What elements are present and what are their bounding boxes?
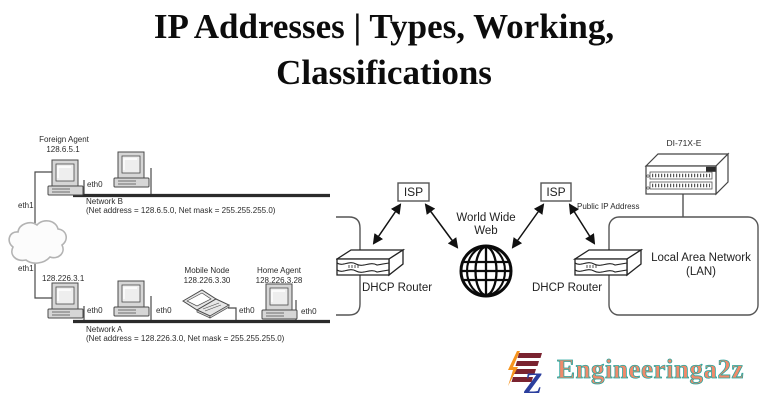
www-label-line2: Web [474, 225, 498, 237]
network-a-name: Network A [86, 325, 123, 334]
eth0-label-a1: eth0 [87, 306, 103, 315]
mobile-ip-diagram [8, 151, 330, 324]
cloud-icon [8, 220, 67, 264]
page-title: IP Addresses | Types, Working, Classific… [0, 4, 768, 96]
www-label-line1: World Wide [456, 212, 516, 224]
brand-logo-icon: Z [508, 351, 542, 397]
arrow-router-isp-left [372, 203, 402, 245]
public-ip-address-label: Public IP Address [577, 202, 640, 211]
foreign-agent-ip: 128.6.5.1 [46, 145, 80, 154]
isp-label-left: ISP [403, 185, 424, 199]
eth1-label-upper: eth1 [18, 201, 34, 210]
network-b-name: Network B [86, 197, 123, 206]
dhcp-router-label-left: DHCP Router [362, 282, 433, 294]
lan-label-line2: (LAN) [685, 266, 717, 278]
device-label: DI-71X-E [666, 138, 702, 148]
router-icon-right [574, 249, 642, 276]
brand-logo-text: Engineeringa2z [557, 354, 744, 385]
page-title-line2: Classifications [276, 53, 492, 92]
eth1-label-lower: eth1 [18, 264, 34, 273]
logo-letter-z: Z [523, 367, 542, 397]
logo-e-bars [511, 353, 542, 382]
arrows [372, 203, 596, 249]
mobile-node-ip: 128.226.3.30 [183, 276, 231, 285]
daq-device-icon [644, 152, 730, 196]
lan-label-line1: Local Area Network [651, 252, 751, 264]
network-a-details: (Net address = 128.226.3.0, Net mask = 2… [86, 334, 285, 343]
computer-icon-foreign-agent [47, 159, 84, 196]
computer-icon-network-b-host [113, 151, 150, 188]
computer-icon-network-a-host [113, 280, 150, 317]
eth0-label-a2: eth0 [156, 306, 172, 315]
eth0-label-network-b: eth0 [87, 180, 103, 189]
router-icon-left [336, 249, 404, 276]
computer-icon-router-a [47, 282, 84, 319]
eth0-label-a4: eth0 [301, 307, 317, 316]
arrow-www-isp-right [511, 203, 545, 249]
laptop-icon-mobile-node [182, 289, 230, 319]
computer-icon-home-agent [261, 283, 298, 320]
dhcp-router-label-right: DHCP Router [532, 282, 603, 294]
router-a-ip: 128.226.3.1 [42, 274, 85, 283]
mobile-node-label: Mobile Node [184, 266, 230, 275]
eth0-label-a3: eth0 [239, 306, 255, 315]
home-agent-ip: 128.226.3.28 [255, 276, 303, 285]
public-ip-diagram [336, 152, 759, 316]
isp-label-right: ISP [546, 185, 566, 199]
globe-icon [459, 244, 513, 298]
foreign-agent-label: Foreign Agent [39, 135, 89, 144]
home-agent-label: Home Agent [256, 266, 302, 275]
arrow-isp-left-www [424, 203, 459, 249]
isp-box-left [397, 182, 430, 202]
logo-lightning-bolt-icon [508, 351, 520, 386]
isp-box-right [540, 182, 572, 202]
page-title-line1: IP Addresses | Types, Working, [153, 7, 615, 46]
network-b-details: (Net address = 128.6.5.0, Net mask = 255… [86, 206, 276, 215]
arrow-isp-right-router [568, 203, 596, 245]
